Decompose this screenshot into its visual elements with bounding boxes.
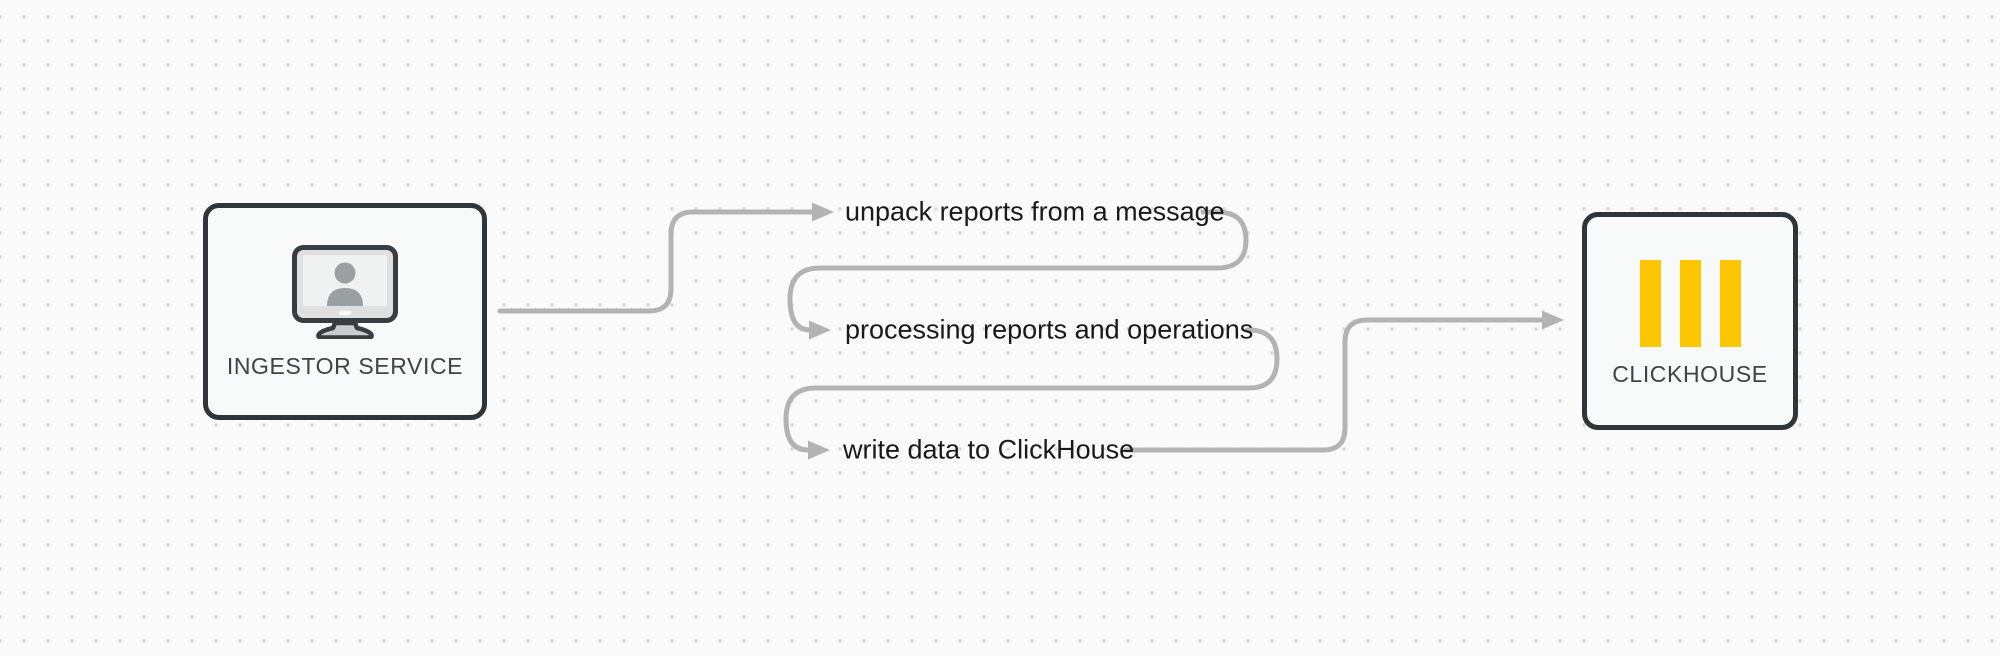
arrowhead-step3-icon (808, 440, 830, 460)
arrowhead-step1-icon (812, 202, 834, 222)
monitor-user-icon (292, 245, 398, 339)
arrowhead-step2-icon (809, 320, 831, 340)
clickhouse-logo-icon (1639, 260, 1741, 347)
clickhouse-bar (1639, 260, 1661, 347)
clickhouse-bar (1719, 260, 1741, 347)
node-label-ingestor: INGESTOR SERVICE (226, 353, 464, 379)
arrowhead-clickhouse-icon (1542, 310, 1564, 330)
node-clickhouse[interactable]: CLICKHOUSE (1582, 212, 1798, 430)
step-label-write-data: write data to ClickHouse (843, 434, 1135, 465)
clickhouse-bar (1679, 260, 1701, 347)
edge-step1-to-step2 (787, 209, 1249, 333)
step-label-unpack-reports: unpack reports from a message (845, 196, 1225, 227)
step-label-processing-reports: processing reports and operations (845, 314, 1254, 345)
edge-step3-to-clickhouse (1123, 317, 1544, 453)
edge-ingestor-to-step1 (497, 209, 815, 314)
node-label-clickhouse: CLICKHOUSE (1612, 361, 1768, 387)
node-ingestor-service[interactable]: INGESTOR SERVICE (203, 203, 487, 420)
edge-step2-to-step3 (783, 327, 1280, 453)
